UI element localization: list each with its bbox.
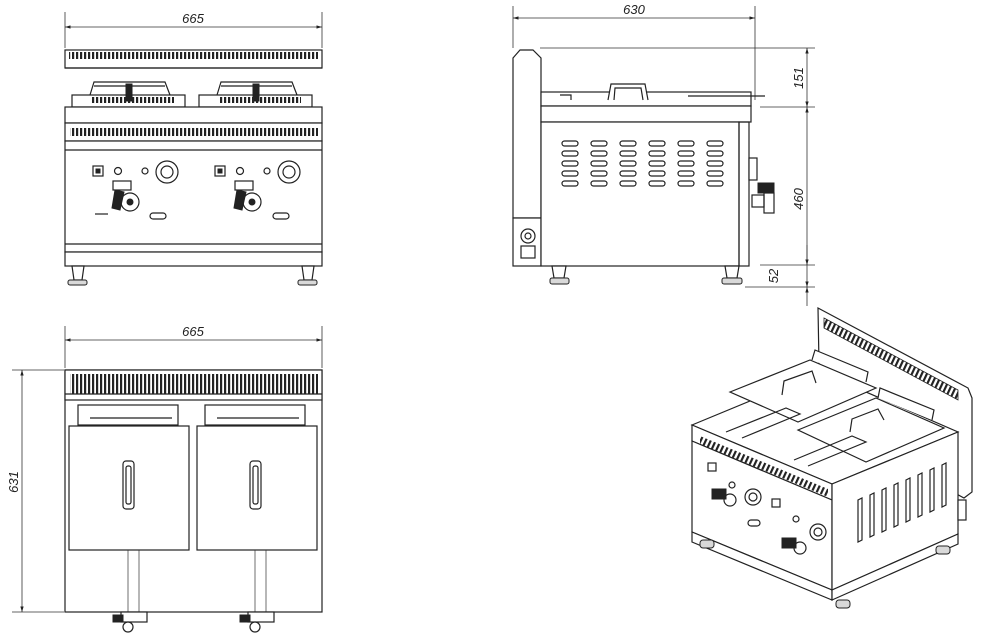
front-basket-left (71, 81, 186, 108)
side-depth-label: 630 (623, 2, 645, 17)
front-view: 665 (64, 11, 323, 286)
side-vents (561, 140, 724, 187)
side-leg-height-label: 52 (766, 268, 781, 283)
top-depth-label: 631 (6, 471, 21, 493)
side-top-height-label: 151 (791, 67, 806, 89)
front-basket-right (198, 81, 313, 108)
top-width-label: 665 (182, 324, 204, 339)
side-view: 630 151 460 52 (512, 2, 815, 306)
side-body-height-label: 460 (791, 187, 806, 209)
iso-vents (857, 462, 947, 543)
top-view: 665 631 (6, 324, 323, 633)
isometric-view (690, 306, 973, 609)
front-width-label: 665 (182, 11, 204, 26)
front-controls-right (214, 160, 301, 220)
front-controls-left (92, 160, 179, 220)
